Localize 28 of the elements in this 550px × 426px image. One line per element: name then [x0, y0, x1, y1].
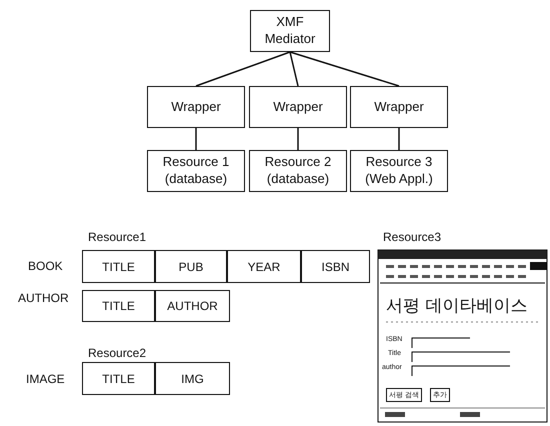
connector-line [297, 128, 299, 150]
section-title: Resource1 [88, 230, 146, 244]
component-box: Wrapper [350, 86, 448, 128]
schema-field: ISBN [301, 250, 370, 283]
connector-line [289, 52, 299, 86]
schema-field: PUB [155, 250, 227, 283]
connector-line [196, 51, 290, 87]
schema-field: TITLE [82, 362, 155, 395]
connector-line [290, 51, 400, 87]
table-name: BOOK [28, 259, 63, 273]
mediator-box: XMF Mediator [250, 10, 330, 52]
schema-field: YEAR [227, 250, 301, 283]
section-title: Resource3 [383, 230, 442, 244]
connector-line [195, 128, 197, 150]
component-box: Wrapper [147, 86, 245, 128]
table-name: IMAGE [26, 372, 65, 386]
schema-field: TITLE [82, 250, 155, 283]
component-box: Resource 3 (Web Appl.) [350, 150, 448, 192]
section-title: Resource2 [88, 346, 146, 360]
component-box: Resource 1 (database) [147, 150, 245, 192]
connector-line [398, 128, 400, 150]
component-box: Wrapper [249, 86, 347, 128]
component-box: Resource 2 (database) [249, 150, 347, 192]
table-name: AUTHOR [18, 291, 69, 305]
page-heading: 서평 데이타베이스 [386, 295, 528, 317]
schema-field: AUTHOR [155, 290, 230, 322]
schema-field: TITLE [82, 290, 155, 322]
schema-field: IMG [155, 362, 230, 395]
